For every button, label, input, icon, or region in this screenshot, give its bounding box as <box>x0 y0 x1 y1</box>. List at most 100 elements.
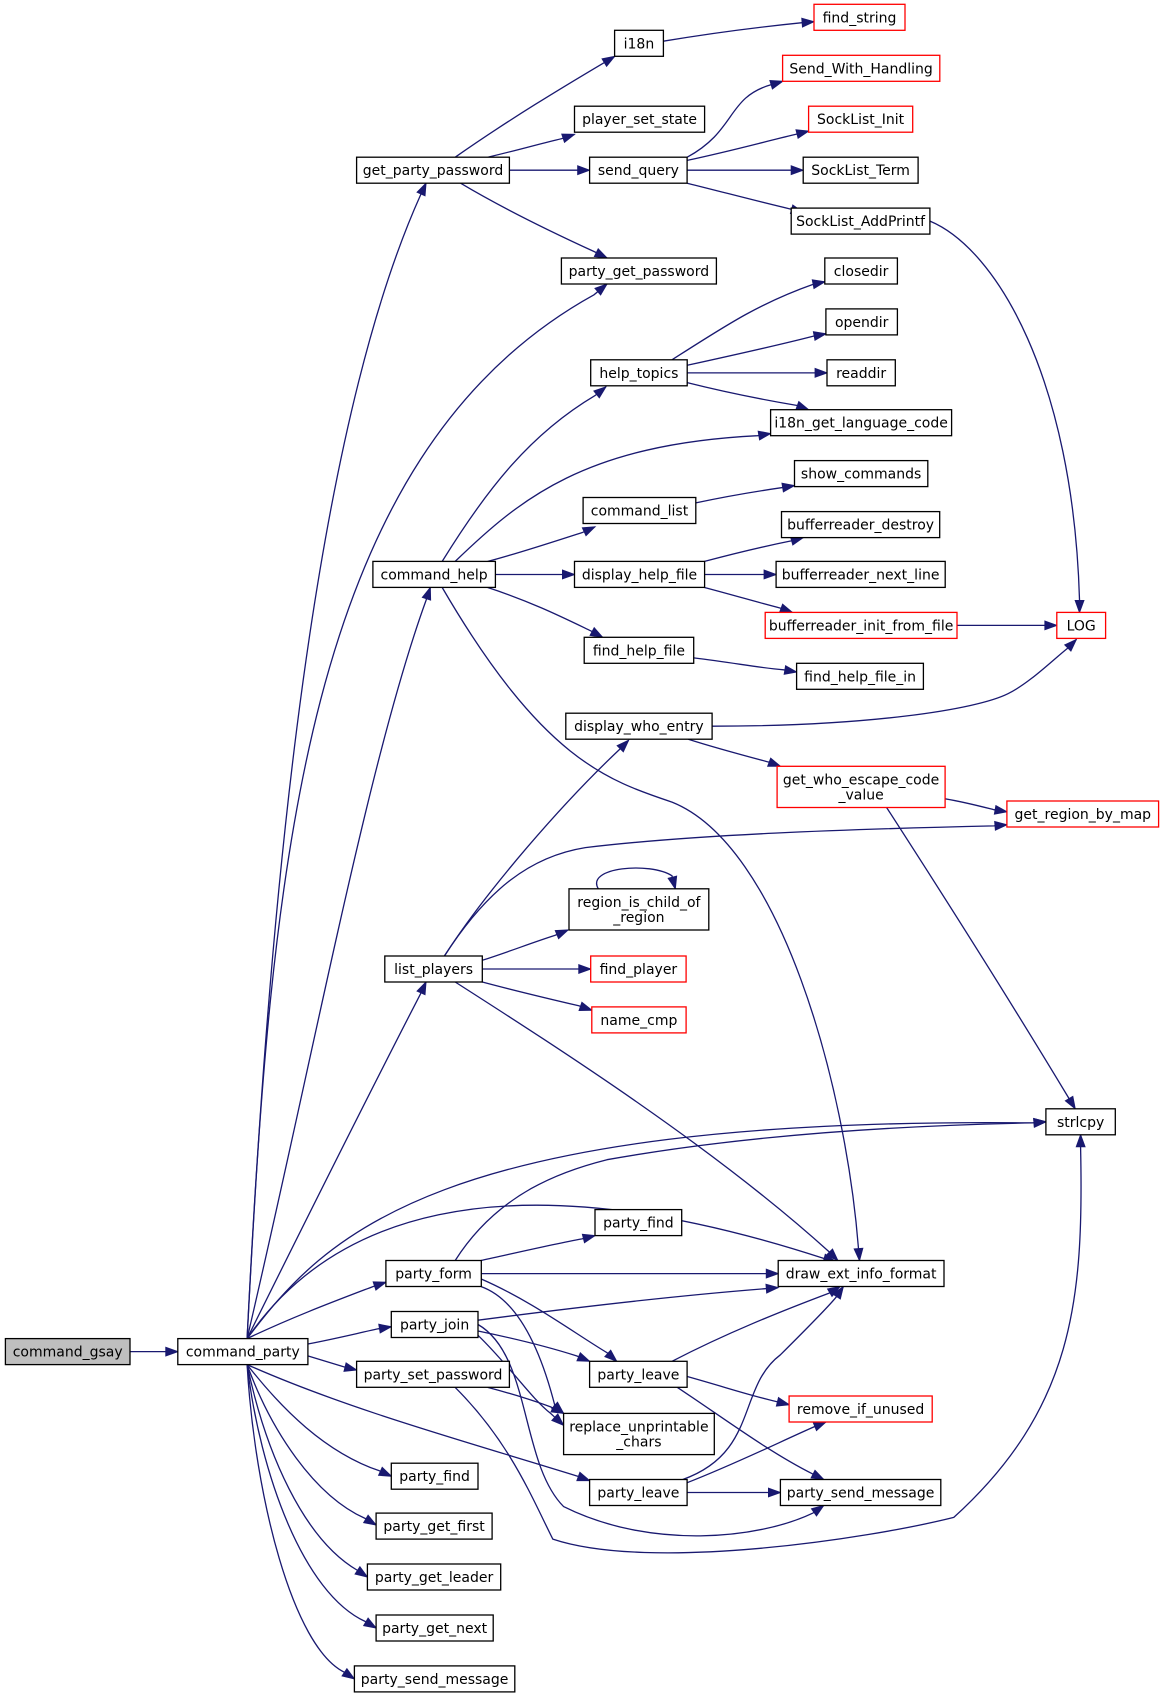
node-box <box>565 712 713 740</box>
node-party-get-password[interactable]: party_get_password <box>560 257 718 285</box>
node-help-topics[interactable]: help_topics <box>590 359 688 387</box>
node-i18n-get-language-code[interactable]: i18n_get_language_code <box>769 409 953 437</box>
arrowhead-icon <box>853 1247 864 1262</box>
node-command-help[interactable]: command_help <box>372 560 497 589</box>
node-log[interactable]: LOG <box>1056 611 1107 640</box>
arrowhead-icon <box>593 385 608 399</box>
edge-line <box>482 981 593 1011</box>
node-socklist-addprintf[interactable]: SockList_AddPrintf <box>790 207 931 235</box>
node-i18n[interactable]: i18n <box>613 29 665 57</box>
node-label: party_join <box>400 1318 469 1334</box>
arrowhead-icon <box>763 569 778 580</box>
arrowhead-icon <box>825 1248 839 1262</box>
node-box <box>177 1337 309 1366</box>
arrowhead-icon <box>576 1351 591 1362</box>
node-party-leave-b[interactable]: party_leave <box>588 1478 688 1507</box>
node-send-query[interactable]: send_query <box>588 156 688 184</box>
node-list-players[interactable]: list_players <box>384 955 483 983</box>
node-region-is-child-of-region[interactable]: region_is_child_of_region <box>568 888 710 931</box>
node-party-get-leader[interactable]: party_get_leader <box>366 1563 502 1591</box>
node-party-leave-a[interactable]: party_leave <box>588 1360 688 1388</box>
node-party-find-a[interactable]: party_find <box>594 1208 683 1237</box>
node-remove-if-unused[interactable]: remove_if_unused <box>788 1395 933 1423</box>
node-get-who-escape-code-value[interactable]: get_who_escape_code_value <box>776 765 946 809</box>
arrowhead-icon <box>343 1362 359 1372</box>
node-party-set-password[interactable]: party_set_password <box>355 1360 511 1388</box>
edge-list_players-to-get_region_by_map <box>443 820 1009 957</box>
arrowhead-icon <box>1074 600 1085 614</box>
edge-party_leave_a-to-remove_if_unused <box>687 1375 791 1407</box>
node-box <box>588 156 688 184</box>
node-label: i18n <box>624 36 655 52</box>
node-find-help-file-in[interactable]: find_help_file_in <box>795 662 925 690</box>
node-name-cmp[interactable]: name_cmp <box>591 1006 687 1034</box>
node-bufferreader-next-line[interactable]: bufferreader_next_line <box>775 560 946 589</box>
node-readdir[interactable]: readdir <box>826 359 896 387</box>
edge-line <box>687 1375 790 1406</box>
edge-help_topics-to-readdir <box>687 367 829 378</box>
node-closedir[interactable]: closedir <box>824 257 899 285</box>
node-bufferreader-init-from-file[interactable]: bufferreader_init_from_file <box>764 611 958 640</box>
node-send-with-handling[interactable]: Send_With_Handling <box>781 54 941 82</box>
node-replace-unprintable-chars[interactable]: replace_unprintable_chars <box>562 1412 715 1456</box>
edge-line <box>712 639 1077 727</box>
edge-line <box>246 1364 590 1482</box>
arrowhead-icon <box>790 165 805 176</box>
node-box <box>375 1614 494 1642</box>
node-label: SockList_AddPrintf <box>796 214 926 230</box>
node-label: party_get_password <box>569 264 709 280</box>
edge-get_party_password-to-send_query <box>509 165 592 176</box>
edge-command_party-to-party_get_next <box>246 1364 378 1629</box>
node-party-form[interactable]: party_form <box>385 1259 482 1288</box>
node-command-party[interactable]: command_party <box>177 1337 309 1366</box>
node-label: SockList_Term <box>811 163 910 179</box>
node-get-region-by-map[interactable]: get_region_by_map <box>1006 800 1160 828</box>
node-find-player[interactable]: find_player <box>590 955 687 983</box>
node-party-get-next[interactable]: party_get_next <box>375 1614 494 1642</box>
node-party-get-first[interactable]: party_get_first <box>375 1512 493 1540</box>
node-bufferreader-destroy[interactable]: bufferreader_destroy <box>780 510 941 539</box>
node-find-help-file[interactable]: find_help_file <box>583 636 695 664</box>
arrowhead-icon <box>561 133 576 144</box>
edge-i18n-to-find_string <box>663 17 816 42</box>
node-command-gsay: command_gsay <box>4 1337 131 1366</box>
node-party-join[interactable]: party_join <box>390 1310 479 1339</box>
node-box <box>390 1310 479 1339</box>
node-socklist-term[interactable]: SockList_Term <box>802 156 919 184</box>
arrowhead-icon <box>551 1413 565 1427</box>
node-party-find-b[interactable]: party_find <box>390 1462 479 1490</box>
node-get-party-password[interactable]: get_party_password <box>355 156 511 184</box>
node-label: remove_if_unused <box>797 1402 924 1418</box>
node-box <box>390 1462 479 1490</box>
node-find-string[interactable]: find_string <box>813 3 906 31</box>
edge-display_help_file-to-bufferreader_init_from_file <box>704 586 794 614</box>
node-display-help-file[interactable]: display_help_file <box>573 560 706 589</box>
node-label: strlcpy <box>1057 1115 1104 1131</box>
arrowhead-icon <box>812 1421 828 1432</box>
arrowhead-icon <box>421 586 432 601</box>
node-opendir[interactable]: opendir <box>825 308 899 336</box>
node-draw-ext-info-format[interactable]: draw_ext_info_format <box>777 1259 945 1288</box>
edge-line <box>663 21 815 42</box>
node-player-set-state[interactable]: player_set_state <box>573 105 706 133</box>
edge-line <box>246 1364 377 1526</box>
node-display-who-entry[interactable]: display_who_entry <box>565 712 713 740</box>
edge-party_form-to-strlcpy <box>454 1117 1048 1261</box>
node-label: party_find <box>399 1469 470 1485</box>
edge-list_players-to-name_cmp <box>482 981 594 1012</box>
node-label: list_players <box>394 962 473 978</box>
node-strlcpy[interactable]: strlcpy <box>1045 1108 1116 1136</box>
node-label: find_help_file_in <box>804 669 916 685</box>
edge-line <box>460 182 608 259</box>
node-label: readdir <box>836 366 886 382</box>
node-socklist-init[interactable]: SockList_Init <box>807 105 914 133</box>
node-party-send-message-b[interactable]: party_send_message <box>353 1665 516 1693</box>
edge-line <box>687 381 809 411</box>
edge-line <box>886 807 1076 1110</box>
node-label: party_get_first <box>383 1519 485 1535</box>
node-show-commands[interactable]: show_commands <box>793 459 929 488</box>
arrowhead-icon <box>1063 638 1078 652</box>
node-label: _value <box>837 787 883 803</box>
node-party-send-message-a[interactable]: party_send_message <box>779 1478 942 1507</box>
node-command-list[interactable]: command_list <box>582 496 697 525</box>
